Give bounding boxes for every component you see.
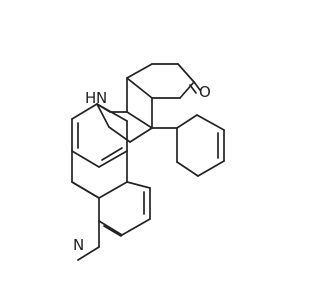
bond-c6 — [129, 127, 153, 143]
nh-n-label: N — [96, 89, 107, 107]
cyclohexene-1 — [176, 114, 198, 129]
bond-p3 — [98, 181, 128, 199]
pyridine-ring — [71, 150, 151, 237]
bond-b4 — [98, 150, 128, 168]
bond-b6 — [96, 103, 128, 122]
bond-c8 — [96, 103, 110, 128]
pyridine-inner-1 — [103, 225, 122, 237]
bond-ring-4 — [179, 81, 195, 99]
cyclohexene-ring — [151, 114, 225, 177]
methyl-tail — [77, 246, 100, 261]
cyclohexanone-ring — [126, 63, 201, 99]
cyclohexene-2 — [196, 114, 225, 131]
bond-p7 — [98, 220, 123, 236]
bond-c4 — [126, 111, 153, 129]
molecule-diagram: O H N N — [71, 63, 225, 261]
benzene-ring — [71, 103, 128, 168]
bond-b1 — [71, 103, 98, 120]
bond-ring-1 — [126, 63, 153, 79]
bond-p10 — [126, 181, 151, 189]
ketone-double-bond-b — [189, 84, 197, 94]
cyclohexene-4 — [197, 160, 225, 177]
benzene-inner-2 — [101, 147, 123, 161]
ketone-double-bond-a — [193, 81, 201, 91]
bond-b3 — [71, 150, 100, 168]
cyclohexene-5 — [176, 161, 199, 177]
bond-ring-6 — [126, 77, 153, 99]
central-ring — [96, 77, 153, 143]
bond-ring-3 — [177, 63, 195, 83]
bond-p8 — [121, 218, 151, 236]
bond-p5 — [71, 181, 100, 199]
pyridine-n-label: N — [73, 236, 84, 254]
oxygen-label: O — [199, 83, 211, 101]
chemical-structure-canvas: O H N N — [71, 63, 225, 261]
nh-h-label: H — [85, 89, 96, 107]
